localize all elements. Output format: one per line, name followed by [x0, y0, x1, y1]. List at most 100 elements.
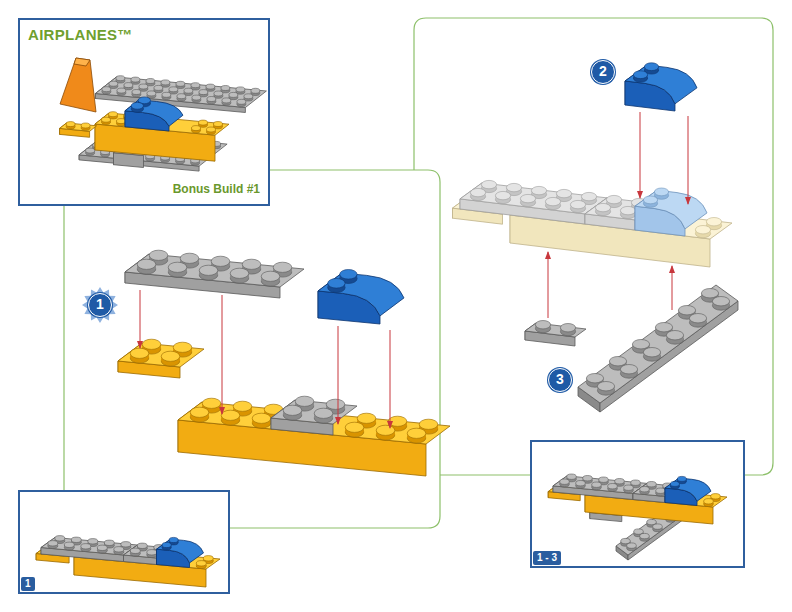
stud: [211, 256, 230, 266]
stud: [653, 524, 663, 529]
stud: [161, 80, 170, 85]
stud: [207, 127, 216, 132]
stud: [712, 297, 729, 306]
stud: [506, 183, 521, 191]
stud: [71, 537, 81, 542]
stud: [273, 262, 292, 272]
assembly-arrow: [688, 116, 689, 204]
step-thumbnail: 1: [18, 490, 230, 594]
stud: [139, 84, 148, 89]
brick-face: [95, 77, 266, 108]
brick-face: [271, 400, 357, 424]
brick-face: [60, 123, 97, 131]
stud: [173, 342, 192, 352]
stud: [199, 265, 218, 275]
stud: [132, 90, 141, 95]
stud: [326, 399, 345, 409]
stud: [86, 148, 95, 153]
stud: [130, 548, 140, 553]
stud: [633, 71, 647, 79]
stud: [192, 126, 201, 131]
panel-caption: Bonus Build #1: [173, 182, 260, 196]
step-frame-line: [63, 206, 64, 490]
stud: [190, 407, 209, 417]
stud: [560, 324, 575, 332]
brick-face: [118, 343, 204, 367]
stud: [407, 428, 426, 438]
callout-number: 2: [591, 60, 615, 84]
stud: [701, 289, 718, 298]
stud: [214, 122, 223, 127]
stud: [184, 88, 193, 93]
stud: [632, 340, 649, 349]
stud: [207, 97, 216, 102]
stud: [237, 99, 246, 104]
stud: [64, 542, 74, 547]
stud: [124, 83, 133, 88]
callout-holder: 1: [87, 292, 113, 318]
stud: [556, 189, 571, 197]
step-frames: [64, 18, 773, 528]
stud: [620, 206, 635, 214]
stud: [545, 197, 560, 205]
stud: [704, 499, 714, 504]
stud: [137, 543, 147, 548]
callout-holder: 2: [590, 59, 616, 85]
slope-face: [125, 100, 183, 126]
stud: [142, 339, 161, 349]
stud: [314, 408, 333, 418]
stud: [81, 123, 90, 128]
callout-number: 3: [548, 368, 572, 392]
slope-face: [635, 190, 707, 229]
stud: [169, 537, 178, 542]
stud: [203, 556, 213, 561]
stud: [631, 480, 641, 485]
stud: [583, 476, 593, 481]
stud: [169, 87, 178, 92]
stud: [229, 92, 238, 97]
stud: [230, 268, 249, 278]
stud: [586, 374, 603, 383]
stud: [711, 494, 721, 499]
slope-face: [157, 539, 204, 563]
stud: [340, 270, 357, 280]
stud: [242, 259, 261, 269]
stud: [177, 94, 186, 99]
stud: [695, 226, 710, 234]
step-badge: 1 - 3: [533, 551, 561, 565]
stud: [670, 481, 679, 486]
stud: [121, 542, 131, 547]
stud: [376, 425, 395, 435]
stud: [481, 180, 496, 188]
stud: [295, 396, 314, 406]
assembly-arrow: [548, 252, 549, 318]
assembly-arrow: [140, 290, 141, 348]
stud: [222, 98, 231, 103]
callout-holder: 3: [547, 367, 573, 393]
stud: [470, 188, 485, 196]
stud: [609, 357, 626, 366]
stud: [196, 561, 206, 566]
stud: [221, 410, 240, 420]
stud: [531, 186, 546, 194]
stud: [251, 88, 260, 93]
bonus-build-panel: AIRPLANES™Bonus Build #1: [18, 18, 270, 206]
stud: [581, 192, 596, 200]
stud: [162, 542, 171, 547]
stud: [647, 482, 657, 487]
stud: [677, 476, 686, 481]
stud: [102, 117, 111, 122]
stud: [656, 488, 666, 493]
stud: [149, 250, 168, 260]
stud: [180, 253, 199, 263]
brick-illustration: [36, 58, 738, 587]
stud: [214, 91, 223, 96]
stud: [520, 194, 535, 202]
stud: [199, 90, 208, 95]
brick-face: [578, 285, 738, 403]
stud: [199, 120, 208, 125]
stud: [97, 545, 107, 550]
step-frame-line: [414, 18, 773, 475]
stud: [620, 365, 637, 374]
stud: [131, 77, 140, 82]
